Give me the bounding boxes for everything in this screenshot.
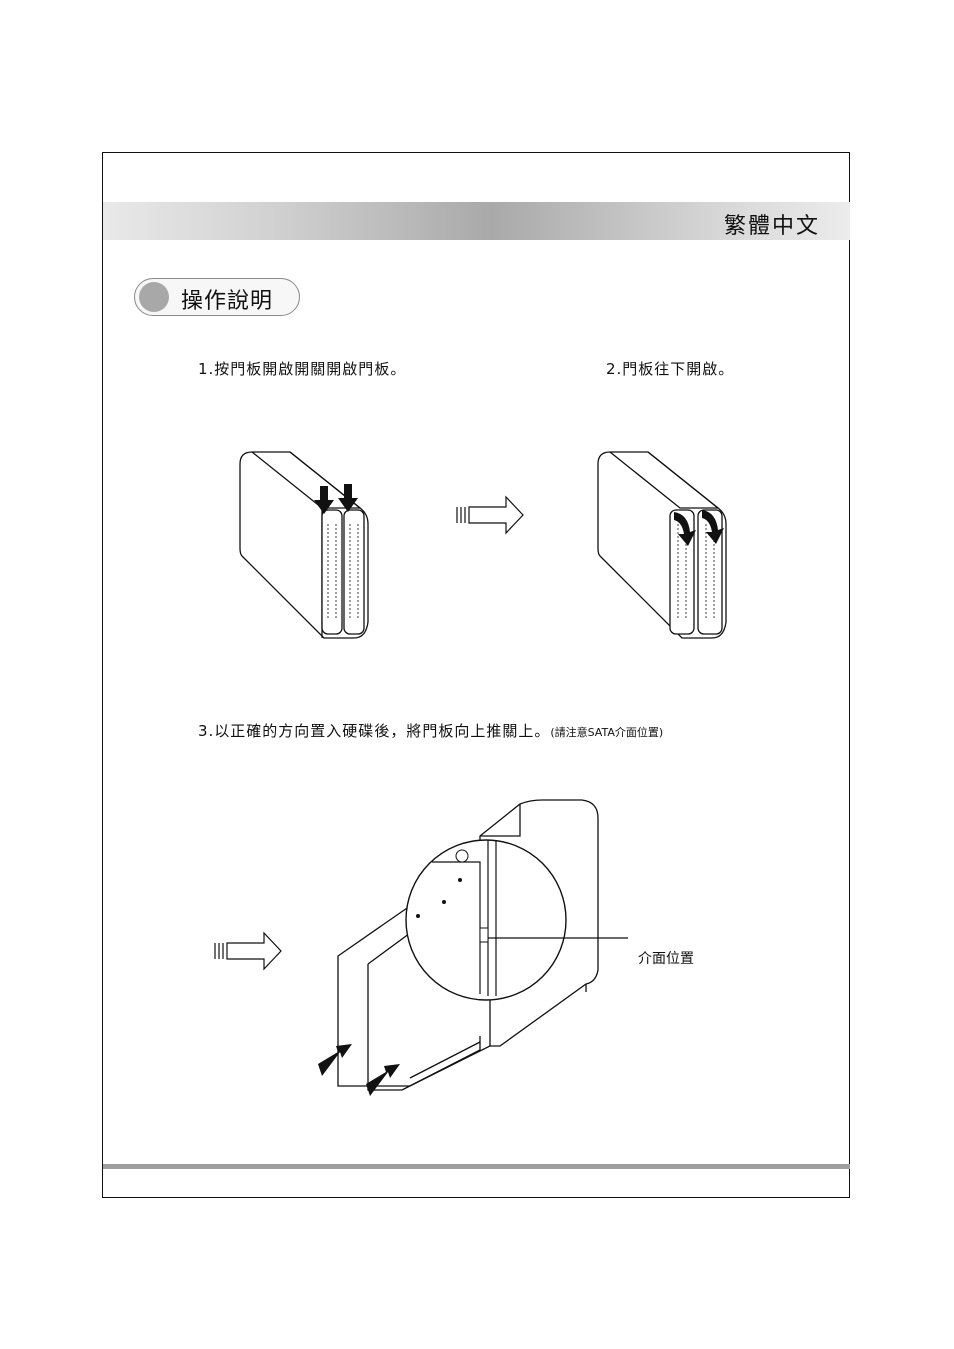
section-heading: 操作說明: [134, 278, 300, 316]
step-1-illustration: [239, 451, 369, 639]
step-2-illustration: [597, 451, 727, 639]
door-slot-lines: [327, 524, 359, 620]
arrow-right-icon: [456, 495, 524, 535]
magnifier-circle: [405, 839, 567, 1001]
arrow-right-icon: [214, 931, 282, 971]
enclosure-drawing: [239, 451, 369, 639]
step-3-text: 3.以正確的方向置入硬碟後，將門板向上推關上。: [198, 722, 551, 740]
footer-rule: [103, 1164, 850, 1169]
arrow-curve-icon: [674, 510, 724, 546]
enclosure-drawing: [597, 451, 727, 639]
callout-label: 介面位置: [638, 951, 694, 967]
arrow-push-icon: [318, 1044, 400, 1096]
step-3-line: 3.以正確的方向置入硬碟後，將門板向上推關上。(請注意SATA介面位置): [198, 720, 663, 741]
step-2-text: 2.門板往下開啟。: [606, 360, 735, 378]
pill-bullet-icon: [139, 282, 169, 312]
page-frame: [102, 152, 850, 1198]
step-1-text: 1.按門板開啟開關開啟門板。: [198, 360, 407, 378]
step-3-illustration: [318, 799, 628, 1096]
arrow-down-icon: [314, 484, 358, 514]
language-label: 繁體中文: [723, 214, 820, 239]
step-3-note: (請注意SATA介面位置): [550, 726, 664, 739]
section-title: 操作說明: [181, 289, 274, 314]
language-banner: 繁體中文: [103, 202, 850, 240]
